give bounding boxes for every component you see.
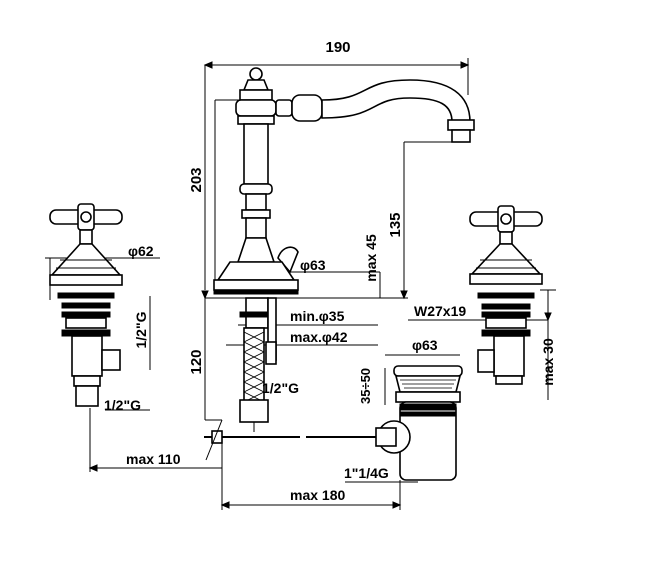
label-hole-max: max.φ42 bbox=[290, 329, 348, 345]
label-body-diameter: φ63 bbox=[300, 257, 326, 273]
dimension-labels: 190 203 135 max 45 φ63 φ62 min.φ35 max.φ… bbox=[104, 39, 556, 503]
label-hole-min: min.φ35 bbox=[290, 308, 345, 324]
center-spout bbox=[204, 67, 475, 461]
label-spout-reach: 190 bbox=[325, 39, 350, 56]
label-total-height: 203 bbox=[188, 167, 205, 192]
label-valve-height: 1/2"G bbox=[133, 311, 149, 348]
right-valve bbox=[469, 205, 543, 385]
left-valve bbox=[49, 203, 123, 407]
label-max-right: max 180 bbox=[290, 487, 345, 503]
label-valve-thread: 1/2"G bbox=[104, 397, 141, 413]
label-handle-diameter: φ62 bbox=[128, 243, 154, 259]
label-waste-range: 35÷50 bbox=[358, 368, 373, 404]
label-waste-diameter: φ63 bbox=[412, 337, 438, 353]
label-right-max: max 30 bbox=[540, 338, 556, 386]
label-waste-thread: 1"1/4G bbox=[344, 465, 389, 481]
label-max-left: max 110 bbox=[126, 451, 181, 467]
waste-drain bbox=[306, 365, 463, 481]
label-spout-height: 135 bbox=[387, 212, 404, 237]
label-right-wrench: W27x19 bbox=[414, 303, 466, 319]
label-hose-thread: 1/2"G bbox=[262, 380, 299, 396]
label-deck-max: max 45 bbox=[363, 234, 379, 282]
label-hose-length: 120 bbox=[188, 349, 205, 374]
